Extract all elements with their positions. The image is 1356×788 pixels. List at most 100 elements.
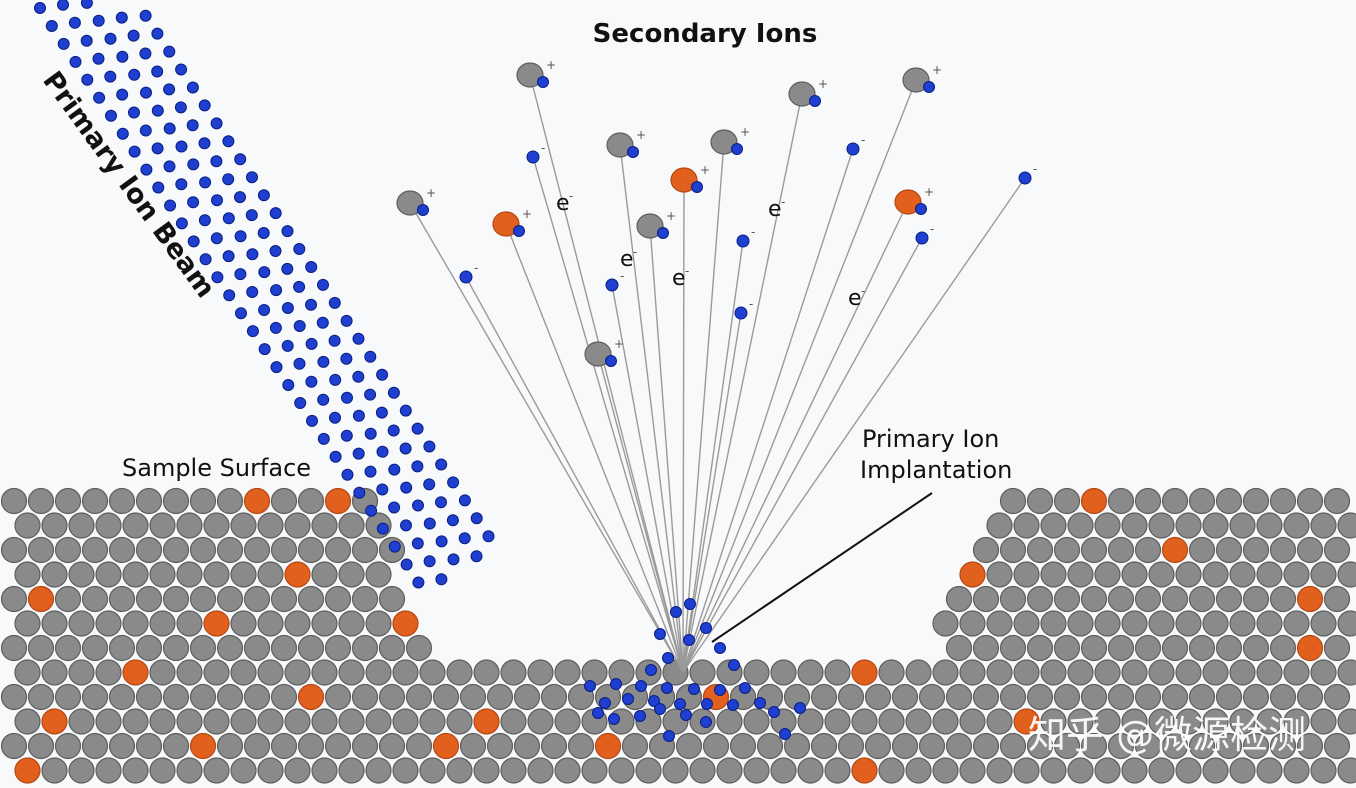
sample-atom: [932, 708, 959, 735]
sample-atom: [527, 659, 554, 686]
sample-atom: [284, 757, 311, 784]
sample-atom: [1040, 561, 1067, 588]
sample-atom: [1026, 732, 1054, 760]
implanted-ion: [728, 659, 740, 671]
sample-atom: [41, 512, 68, 539]
primary-ion: [57, 37, 70, 50]
implanted-ion: [670, 606, 682, 618]
primary-ion: [269, 245, 282, 257]
primary-ion: [341, 468, 354, 481]
primary-ion: [305, 298, 317, 311]
primary-ion: [423, 478, 436, 491]
primary-ion: [411, 460, 424, 473]
implanted-ion: [701, 698, 713, 710]
sample-atom: [149, 659, 176, 686]
sample-atom: [216, 536, 244, 564]
sample-atom: [81, 634, 109, 662]
primary-ion: [258, 266, 271, 279]
sample-atom: [1188, 585, 1216, 613]
sample-atom: [527, 708, 554, 735]
sample-atom: [162, 536, 190, 564]
sample-atom: [338, 561, 365, 588]
sample-atom: [1107, 732, 1135, 760]
sample-atom: [95, 708, 122, 735]
sample-atom: [1337, 659, 1356, 686]
sample-atom: [365, 659, 392, 686]
trajectory-line: [505, 223, 684, 673]
sample-atom: [122, 561, 149, 588]
sample-atom: [311, 610, 338, 637]
trajectory-line: [465, 276, 684, 673]
primary-ion: [246, 248, 259, 261]
sample-atom: [230, 512, 257, 539]
secondary-dopant-ion: [670, 167, 698, 193]
sample-atom: [446, 708, 473, 735]
primary-ion: [258, 343, 271, 356]
sample-atom: [1229, 757, 1256, 784]
sample-atom: [216, 634, 244, 662]
trajectory-line: [682, 177, 1026, 673]
sample-atom: [716, 708, 743, 735]
primary-ion: [199, 253, 212, 266]
primary-ion: [281, 225, 294, 238]
sample-atom: [905, 757, 932, 784]
sample-atom: [68, 610, 95, 637]
primary-ion: [294, 397, 307, 409]
sample-atom: [378, 683, 406, 711]
primary-ion: [400, 558, 413, 571]
primary-ion: [400, 481, 413, 494]
sample-atom: [1242, 732, 1270, 760]
secondary-ions-label: Secondary Ions: [593, 19, 818, 49]
sample-atom: [122, 708, 149, 735]
sample-atom: [122, 757, 149, 784]
sample-atom: [216, 487, 244, 515]
sample-atom: [1175, 757, 1202, 784]
sample-atom: [243, 634, 271, 662]
positive-charge-label: +: [546, 58, 556, 72]
primary-ion: [151, 104, 164, 117]
sample-atom: [230, 757, 257, 784]
implanted-ion: [700, 716, 712, 728]
sample-atom: [1134, 732, 1162, 760]
primary-ion: [458, 494, 471, 507]
sample-atom: [324, 585, 352, 613]
sample-atom: [1040, 659, 1067, 686]
sample-atom: [932, 659, 959, 686]
primary-ion: [317, 278, 329, 291]
sample-atom: [176, 659, 203, 686]
implanted-ion: [768, 706, 780, 718]
primary-ion: [234, 153, 247, 166]
electron-label: e: [672, 266, 686, 291]
sample-atom: [270, 683, 298, 711]
implanted-ion: [727, 699, 739, 711]
sample-atom: [365, 757, 392, 784]
sample-atom: [864, 732, 892, 760]
positive-charge-label: +: [522, 207, 532, 221]
sample-atom: [972, 634, 1000, 662]
sample-atom: [68, 659, 95, 686]
attached-primary-ion: [627, 146, 639, 158]
electron-charge-label: -: [861, 284, 865, 298]
sample-atom: [1283, 561, 1310, 588]
sample-atom: [351, 634, 379, 662]
dopant-atom: [1296, 585, 1324, 613]
sample-atom: [41, 659, 68, 686]
watermark: 知乎 @微源检测: [1028, 713, 1306, 757]
primary-ion: [352, 409, 365, 422]
primary-ion: [353, 486, 366, 499]
sample-atom: [932, 757, 959, 784]
sample-atom: [122, 512, 149, 539]
sample-atom: [459, 732, 487, 760]
sample-atom: [243, 536, 271, 564]
dopant-atom: [27, 585, 55, 613]
ejected-primary-ion: [736, 234, 750, 248]
sample-atom: [1188, 634, 1216, 662]
dopant-atom: [432, 732, 460, 760]
sample-atom: [1121, 659, 1148, 686]
sample-atom: [0, 585, 28, 613]
electron-label: e: [768, 197, 782, 222]
sample-atom: [1229, 659, 1256, 686]
sample-atom: [392, 659, 419, 686]
sample-atom: [54, 683, 82, 711]
sample-atom: [1323, 634, 1351, 662]
